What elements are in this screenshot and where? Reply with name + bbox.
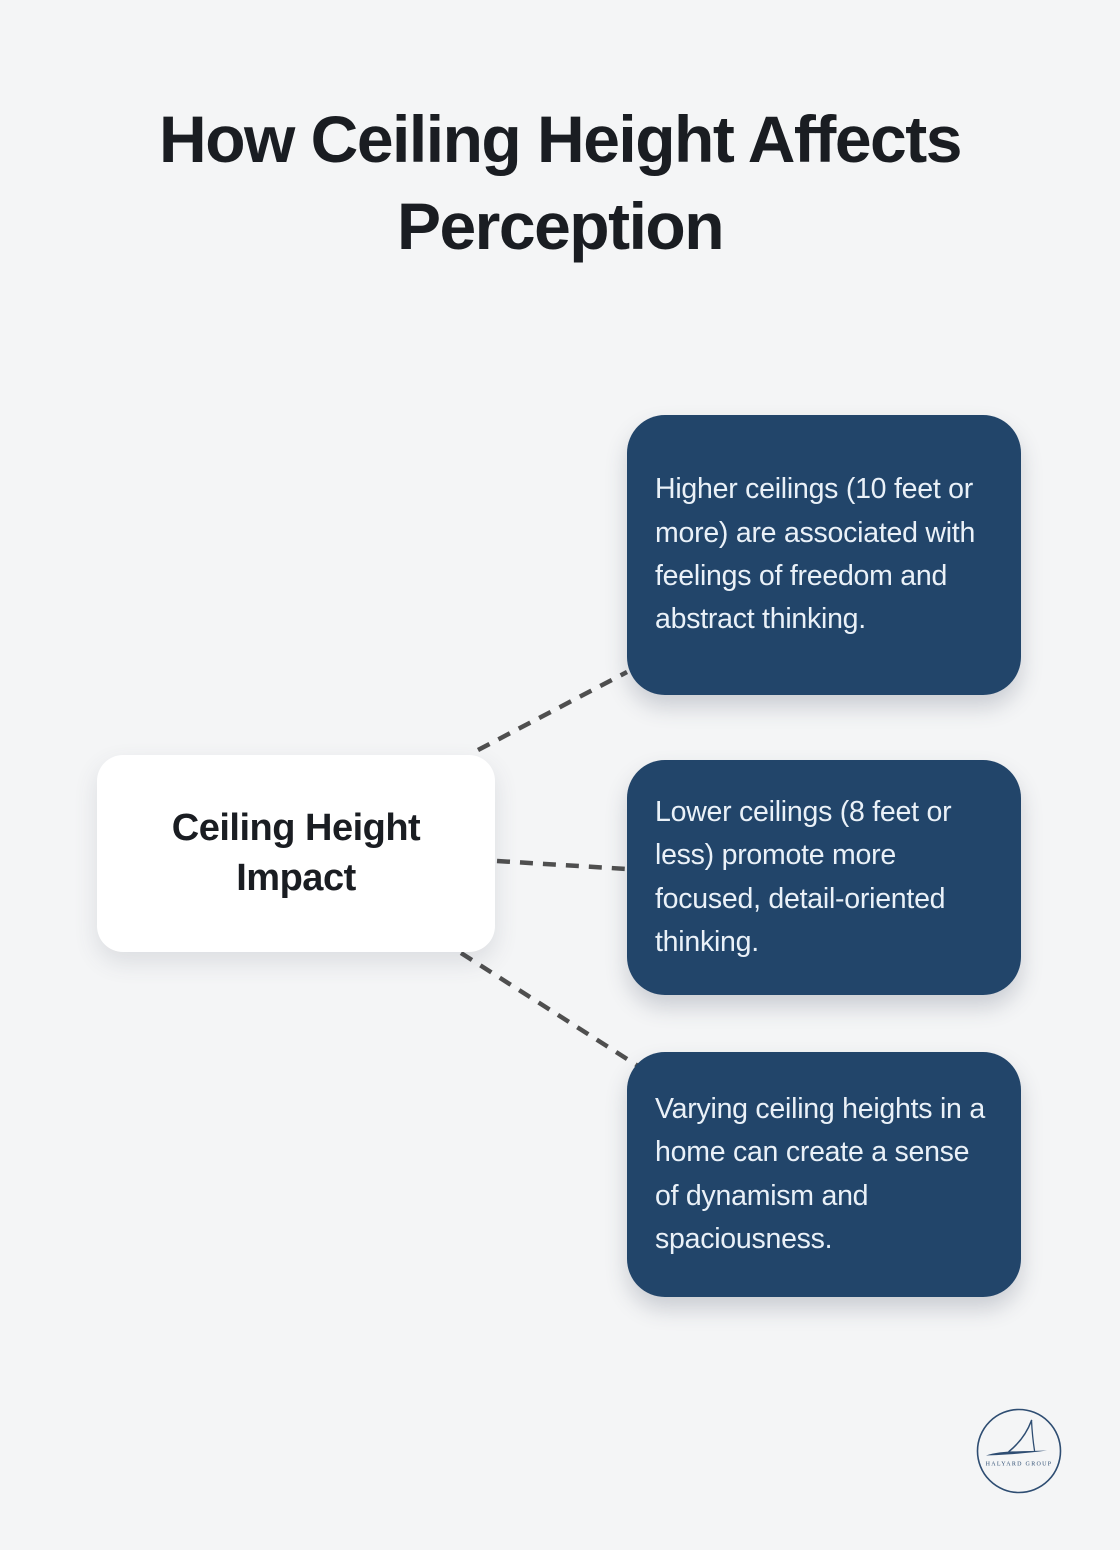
center-node-label: Ceiling Height Impact [171,807,421,899]
branch-node-text: Varying ceiling heights in a home can cr… [655,1092,985,1255]
branch-node-lower-ceilings: Lower ceilings (8 feet or less) promote … [627,760,1021,995]
branch-node-text: Lower ceilings (8 feet or less) promote … [655,795,952,958]
sailboat-icon [976,1408,1062,1494]
brand-name: HALYARD GROUP [986,1462,1053,1468]
branch-node-higher-ceilings: Higher ceilings (10 feet or more) are as… [627,415,1021,695]
connector-line-bottom [459,951,640,1068]
connector-line-top [476,670,629,752]
branch-node-varying-heights: Varying ceiling heights in a home can cr… [627,1052,1021,1297]
branch-node-text: Higher ceilings (10 feet or more) are as… [655,473,976,636]
page-title: How Ceiling Height Affects Perception [159,102,962,264]
connector-line-middle [496,858,628,872]
center-node: Ceiling Height Impact [97,755,495,952]
brand-logo: HALYARD GROUP [976,1408,1062,1494]
